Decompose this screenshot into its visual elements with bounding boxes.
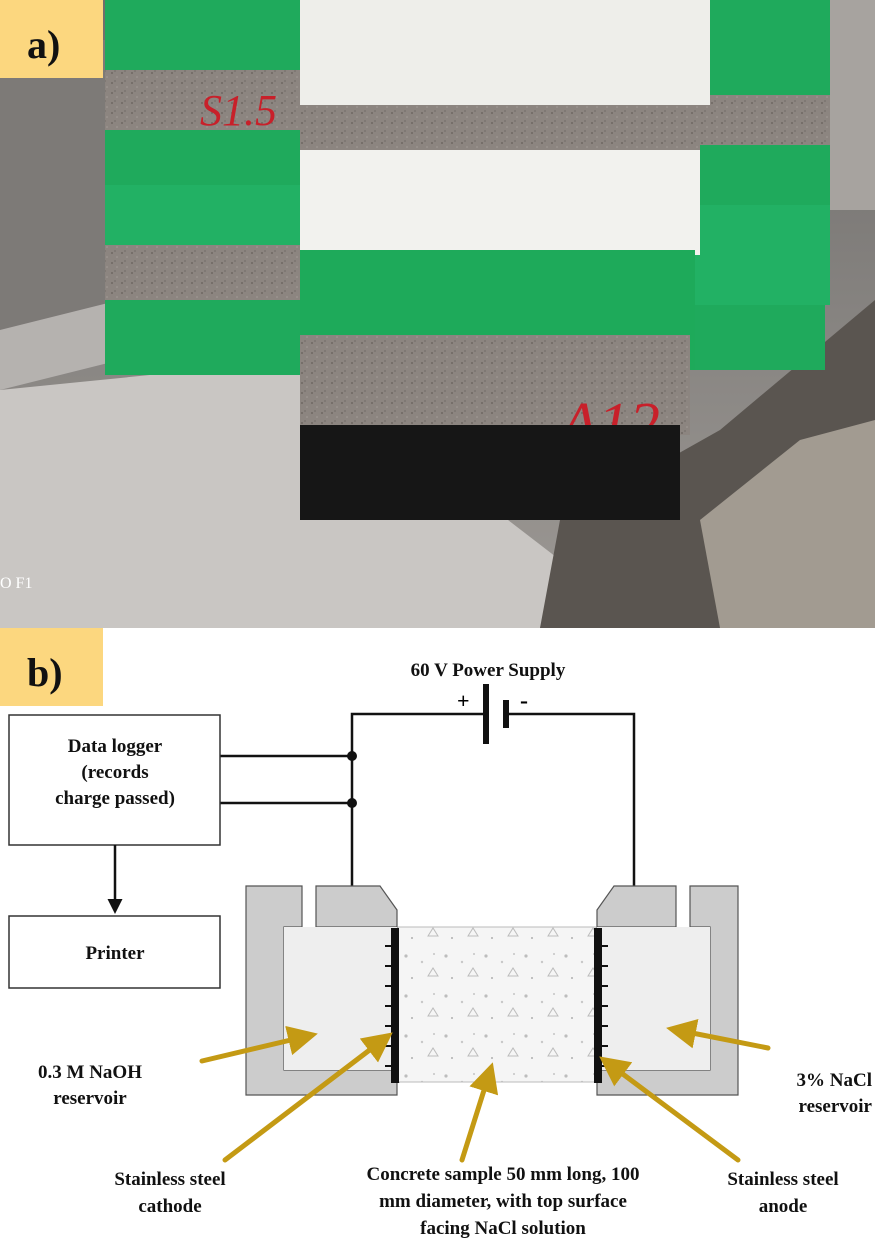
data-logger-label: charge passed) [55, 788, 175, 809]
panel-b-label-bg [0, 628, 103, 706]
sample-label: Concrete sample 50 mm long, 100 [366, 1164, 639, 1185]
nacl-label: reservoir [799, 1096, 873, 1117]
rubble-light [700, 420, 875, 628]
photo-illustration: S1.5 A12 O F1 a) [0, 0, 875, 628]
arrow-naoh [199, 1025, 318, 1064]
specimen-left: S1.5 [105, 0, 305, 375]
slab-lower [0, 360, 560, 628]
naoh-reservoir-fill [284, 927, 397, 1070]
nacl-label: 3% NaCl [797, 1070, 872, 1091]
junction-dot [347, 751, 357, 761]
nacl-reservoir-fill [597, 927, 710, 1070]
arrow-sample [459, 1062, 499, 1163]
anode-cell [596, 885, 739, 1096]
panel-a-letter: a) [27, 22, 60, 67]
rcpt-schematic: b) 60 V Power Supply + - Data logger (re… [0, 628, 873, 1239]
anode-label: Stainless steel [727, 1169, 838, 1190]
panel-b-letter: b) [27, 650, 63, 695]
sample-label: mm diameter, with top surface [379, 1191, 627, 1212]
specimen-right [690, 0, 830, 370]
printer-box [8, 915, 221, 989]
specimen-center: A12 [300, 0, 710, 520]
data-logger-box [8, 714, 221, 846]
arrow-nacl [666, 1018, 771, 1051]
camera-mark: O F1 [0, 575, 32, 592]
arrow-anode [599, 1056, 741, 1163]
anode-label: anode [759, 1196, 808, 1217]
junction-dot [347, 798, 357, 808]
cathode-label: Stainless steel [114, 1169, 225, 1190]
positive-terminal: + [457, 688, 470, 713]
panel-a-label-bg [0, 0, 103, 78]
concrete-sample [397, 926, 597, 1083]
mark-s15: S1.5 [200, 86, 277, 135]
arrow-cathode [222, 1032, 393, 1163]
naoh-label: reservoir [53, 1088, 127, 1109]
cathode-label: cathode [138, 1196, 201, 1217]
sample-label: facing NaCl solution [420, 1218, 586, 1239]
naoh-label: 0.3 M NaOH [38, 1062, 142, 1083]
data-logger-label: (records [81, 762, 148, 783]
data-logger-label: Data logger [68, 736, 163, 757]
concrete-block-left [0, 40, 120, 330]
power-supply-title: 60 V Power Supply [411, 660, 566, 681]
cathode-cell [245, 885, 398, 1096]
negative-terminal: - [520, 688, 528, 714]
photo-panel: S1.5 A12 O F1 a) [0, 0, 875, 628]
schematic-panel: b) 60 V Power Supply + - Data logger (re… [0, 628, 875, 1255]
printer-label: Printer [85, 943, 145, 964]
battery-symbol [483, 684, 509, 744]
